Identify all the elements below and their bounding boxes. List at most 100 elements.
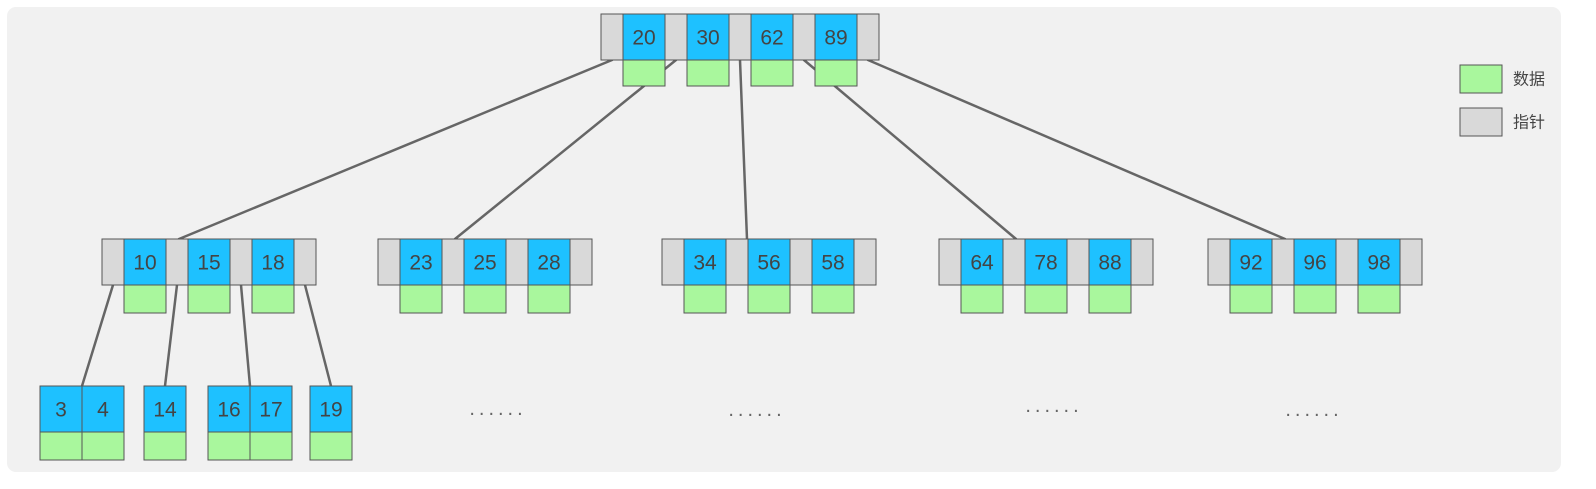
pointer-cell xyxy=(1130,238,1154,286)
data-cell xyxy=(1229,284,1273,314)
pointer-cell xyxy=(853,238,877,286)
key-cell xyxy=(1088,238,1132,286)
pointer-cell xyxy=(728,13,752,61)
pointer-cell xyxy=(789,238,813,286)
key-label: 96 xyxy=(1303,252,1326,275)
pointer-cell xyxy=(101,238,125,286)
data-cell xyxy=(1024,284,1068,314)
data-cell xyxy=(463,284,507,314)
key-label: 89 xyxy=(824,27,847,50)
tree-edge xyxy=(802,58,1018,241)
pointer-cell xyxy=(600,13,624,61)
key-cell xyxy=(187,238,231,286)
key-cell xyxy=(1024,238,1068,286)
key-label: 17 xyxy=(259,399,282,422)
pointer-cell xyxy=(505,238,529,286)
key-label: 19 xyxy=(319,399,342,422)
ellipsis-group: ........................ xyxy=(469,395,1342,421)
root-node: 20 30 62 89 xyxy=(600,13,880,87)
tree-edge xyxy=(303,283,333,388)
tree-edge xyxy=(738,58,749,241)
key-label: 78 xyxy=(1034,252,1057,275)
pointer-cell xyxy=(1335,238,1359,286)
pointer-cell xyxy=(377,238,401,286)
key-label: 23 xyxy=(409,252,432,275)
legend-pointer-label: 指针 xyxy=(1513,113,1545,132)
key-cell xyxy=(960,238,1004,286)
pointer-cell xyxy=(1207,238,1231,286)
ellipsis: ...... xyxy=(469,398,526,420)
key-label: 30 xyxy=(696,27,719,50)
pointer-cell xyxy=(165,238,189,286)
tree-edge xyxy=(177,58,614,241)
key-cell xyxy=(750,13,794,61)
key-label: 14 xyxy=(153,399,177,422)
key-label: 18 xyxy=(261,252,284,275)
legend-pointer-swatch xyxy=(1459,107,1503,137)
data-cell xyxy=(811,284,855,314)
key-label: 25 xyxy=(473,252,496,275)
key-label: 15 xyxy=(197,252,220,275)
key-label: 98 xyxy=(1367,252,1390,275)
data-cell xyxy=(249,431,293,461)
tree-edge xyxy=(866,58,1287,241)
key-cell xyxy=(747,238,791,286)
key-cell xyxy=(463,238,507,286)
key-label: 10 xyxy=(133,252,156,275)
key-cell xyxy=(1229,238,1273,286)
pointer-cell xyxy=(661,238,685,286)
data-cell xyxy=(187,284,231,314)
key-cell xyxy=(527,238,571,286)
legend-data-swatch xyxy=(1459,64,1503,94)
tree-edge xyxy=(453,58,678,241)
key-cell xyxy=(81,385,125,433)
key-label: 4 xyxy=(97,399,109,422)
pointer-cell xyxy=(569,238,593,286)
data-cell xyxy=(207,431,251,461)
data-cell xyxy=(309,431,353,461)
legend: 数据 指针 xyxy=(1459,64,1545,137)
key-cell xyxy=(123,238,167,286)
data-cell xyxy=(686,59,730,87)
key-label: 62 xyxy=(760,27,783,50)
pointer-cell xyxy=(441,238,465,286)
legend-data-label: 数据 xyxy=(1513,70,1545,89)
data-cell xyxy=(683,284,727,314)
tree-edge xyxy=(163,283,179,388)
key-label: 20 xyxy=(632,27,655,50)
key-label: 28 xyxy=(537,252,560,275)
key-cell xyxy=(309,385,353,433)
leaf-node: 19 xyxy=(309,385,353,461)
data-cell xyxy=(527,284,571,314)
ellipsis: ...... xyxy=(728,399,785,421)
key-cell xyxy=(251,238,295,286)
tree-edge xyxy=(80,283,115,388)
data-cell xyxy=(814,59,858,87)
data-cell xyxy=(747,284,791,314)
pointer-cell xyxy=(229,238,253,286)
pointer-cell xyxy=(664,13,688,61)
data-cell xyxy=(251,284,295,314)
pointer-cell xyxy=(725,238,749,286)
pointer-cell xyxy=(938,238,962,286)
data-cell xyxy=(123,284,167,314)
tree-edges xyxy=(80,58,1287,388)
data-cell xyxy=(1357,284,1401,314)
pointer-cell xyxy=(1002,238,1026,286)
key-label: 58 xyxy=(821,252,844,275)
data-cell xyxy=(81,431,125,461)
internal-node: 10 15 18 xyxy=(101,238,317,314)
pointer-cell xyxy=(1066,238,1090,286)
internal-node: 23 25 28 xyxy=(377,238,593,314)
ellipsis: ...... xyxy=(1285,399,1342,421)
key-label: 56 xyxy=(757,252,780,275)
data-cell xyxy=(622,59,666,87)
pointer-cell xyxy=(1399,238,1423,286)
key-label: 16 xyxy=(217,399,240,422)
key-label: 88 xyxy=(1098,252,1121,275)
